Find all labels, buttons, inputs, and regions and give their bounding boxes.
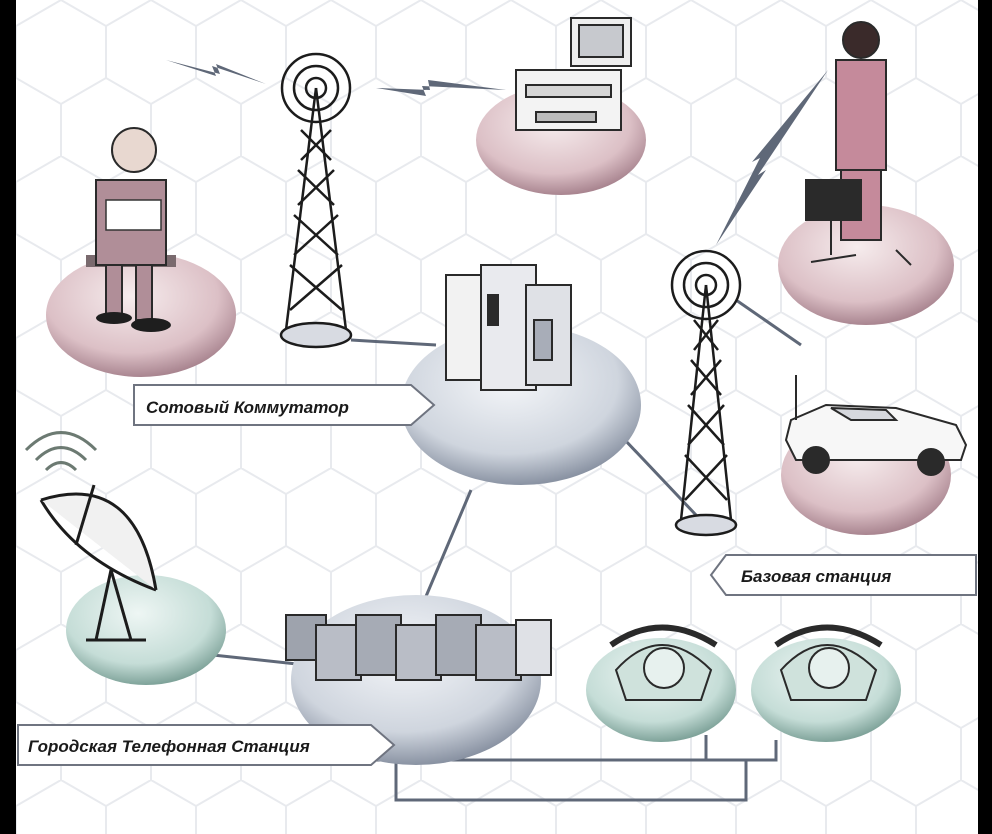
satellite-disc [66, 575, 226, 685]
city-exchange-label: Городская Телефонная Станция [28, 737, 310, 756]
satellite-dish-icon [24, 431, 158, 642]
man-phone-icon [86, 127, 176, 332]
woman-phone-disc [778, 205, 954, 325]
network-diagram: Сотовый Коммутатор Базовая станция Город… [16, 0, 978, 834]
tower-right-icon [670, 249, 742, 537]
base-station-label-tag: Базовая станция [709, 554, 977, 596]
radio-links [166, 60, 828, 245]
computer-icon [515, 17, 632, 131]
city-exchange-label-tag: Городская Телефонная Станция [17, 724, 396, 766]
rotary-phone-icon [609, 624, 718, 701]
exchange-cabinets-icon [285, 614, 552, 681]
base-station-label: Базовая станция [741, 567, 891, 586]
lightning-bolt-icon [376, 80, 506, 96]
woman-phone-icon [805, 21, 912, 266]
switch-label: Сотовый Коммутатор [146, 398, 349, 417]
switch-label-tag: Сотовый Коммутатор [133, 384, 436, 426]
tower-left-icon [279, 52, 353, 349]
car-icon [784, 375, 968, 476]
switch-server-icon [445, 264, 572, 391]
rotary-phone-icon [774, 624, 883, 701]
diagram-canvas: Сотовый Коммутатор Базовая станция Город… [16, 0, 978, 834]
lightning-bolt-icon [716, 70, 828, 245]
lightning-bolt-icon [166, 60, 266, 84]
